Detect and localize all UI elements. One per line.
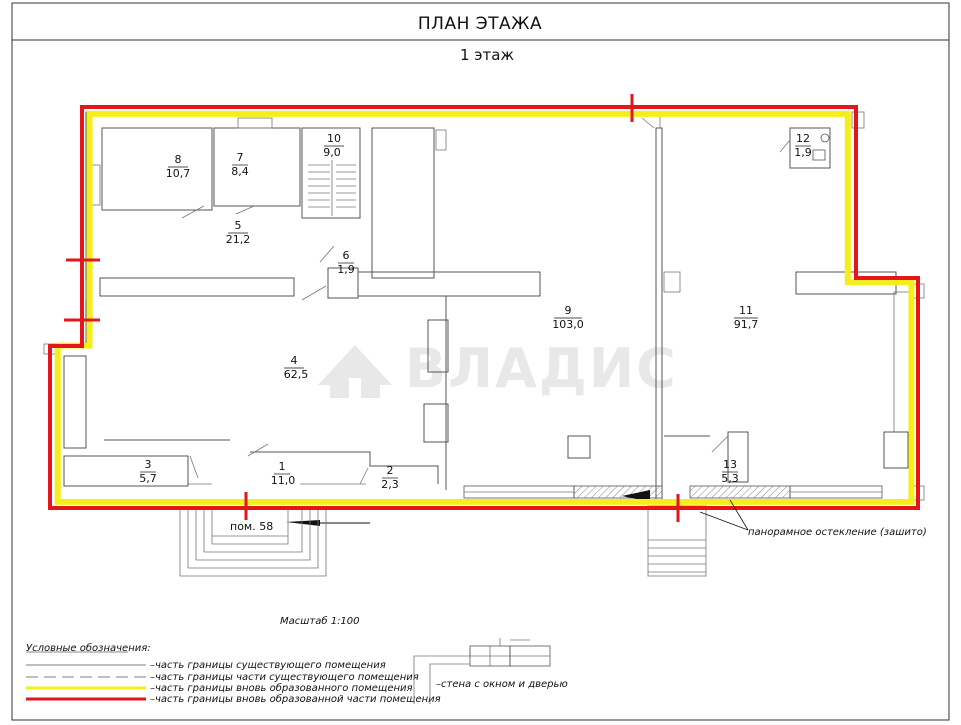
room-number: 9 <box>565 304 572 317</box>
legend: Условные обозначения: –часть границы сущ… <box>26 638 568 705</box>
room-number: 3 <box>145 458 152 471</box>
floor-label: 1 этаж <box>460 46 514 64</box>
red-boundary-line <box>48 105 920 510</box>
wall-window-door-symbol <box>413 638 551 704</box>
room-area: 62,5 <box>284 368 309 381</box>
room-area: 9,0 <box>323 146 341 159</box>
sheet-frame <box>11 2 950 721</box>
room-number: 5 <box>235 219 242 232</box>
legend-item: –часть границы вновь образованного помещ… <box>150 682 413 694</box>
room-area: 1,9 <box>794 146 812 159</box>
room-area: 5,7 <box>139 472 157 485</box>
room-number: 11 <box>739 304 753 317</box>
legend-item: –часть границы существующего помещения <box>150 660 386 671</box>
room-label-10: 10 9,0 <box>323 132 344 159</box>
pom-label: пом. 58 <box>230 520 273 533</box>
staircase <box>308 160 356 216</box>
watermark-text: ВЛАДИС <box>405 337 678 400</box>
room-area: 1,9 <box>337 263 355 276</box>
room-label-5: 5 21,2 <box>226 219 251 246</box>
room-label-9: 9 103,0 <box>552 304 584 331</box>
room-area: 21,2 <box>226 233 251 246</box>
legend-item: –часть границы вновь образованной части … <box>150 693 441 705</box>
room-label-3: 3 5,7 <box>139 458 157 485</box>
room-number: 10 <box>327 132 341 145</box>
room-label-4: 4 62,5 <box>284 354 309 381</box>
hatched-glazing-right <box>689 485 791 499</box>
glazing-note: панорамное остекление (зашито) <box>748 527 927 538</box>
plan-title: ПЛАН ЭТАЖА <box>418 14 542 34</box>
room-number: 1 <box>279 460 286 473</box>
room-number: 7 <box>237 151 244 164</box>
room-label-6: 6 1,9 <box>337 249 355 276</box>
pom-arrow-icon <box>286 520 320 526</box>
scale-label: Масштаб 1:100 <box>280 615 360 627</box>
room-area: 5,3 <box>721 472 739 485</box>
room-number: 8 <box>175 153 182 166</box>
room-number: 4 <box>291 354 298 367</box>
room-labels: 1 11,0 2 2,3 3 5,7 4 62,5 5 21,2 6 1,9 <box>139 132 812 491</box>
room-label-7: 7 8,4 <box>231 151 249 178</box>
room-label-11: 11 91,7 <box>734 304 759 331</box>
toilet-icon <box>812 133 830 161</box>
room-area: 103,0 <box>552 318 584 331</box>
room-number: 6 <box>343 249 350 262</box>
room-number: 13 <box>723 458 737 471</box>
room-number: 2 <box>387 464 394 477</box>
legend-title: Условные обозначения: <box>26 642 151 654</box>
legend-wall-window-door: –стена с окном и дверью <box>436 679 568 690</box>
room-label-12: 12 1,9 <box>794 132 812 159</box>
room-label-1: 1 11,0 <box>271 460 296 487</box>
room-area: 2,3 <box>381 478 399 491</box>
vladis-watermark: ВЛАДИС <box>318 337 678 400</box>
room-area: 11,0 <box>271 474 296 487</box>
room-label-8: 8 10,7 <box>166 153 191 180</box>
room-number: 12 <box>796 132 810 145</box>
room-label-13: 13 5,3 <box>721 458 739 485</box>
house-logo-icon <box>318 345 392 398</box>
room-area: 10,7 <box>166 167 191 180</box>
room-label-2: 2 2,3 <box>381 464 399 491</box>
room-area: 91,7 <box>734 318 759 331</box>
entrance-porch <box>179 505 707 577</box>
legend-item: –часть границы части существующего помещ… <box>150 672 419 683</box>
boundary-ticks <box>64 94 680 522</box>
room-area: 8,4 <box>231 165 249 178</box>
